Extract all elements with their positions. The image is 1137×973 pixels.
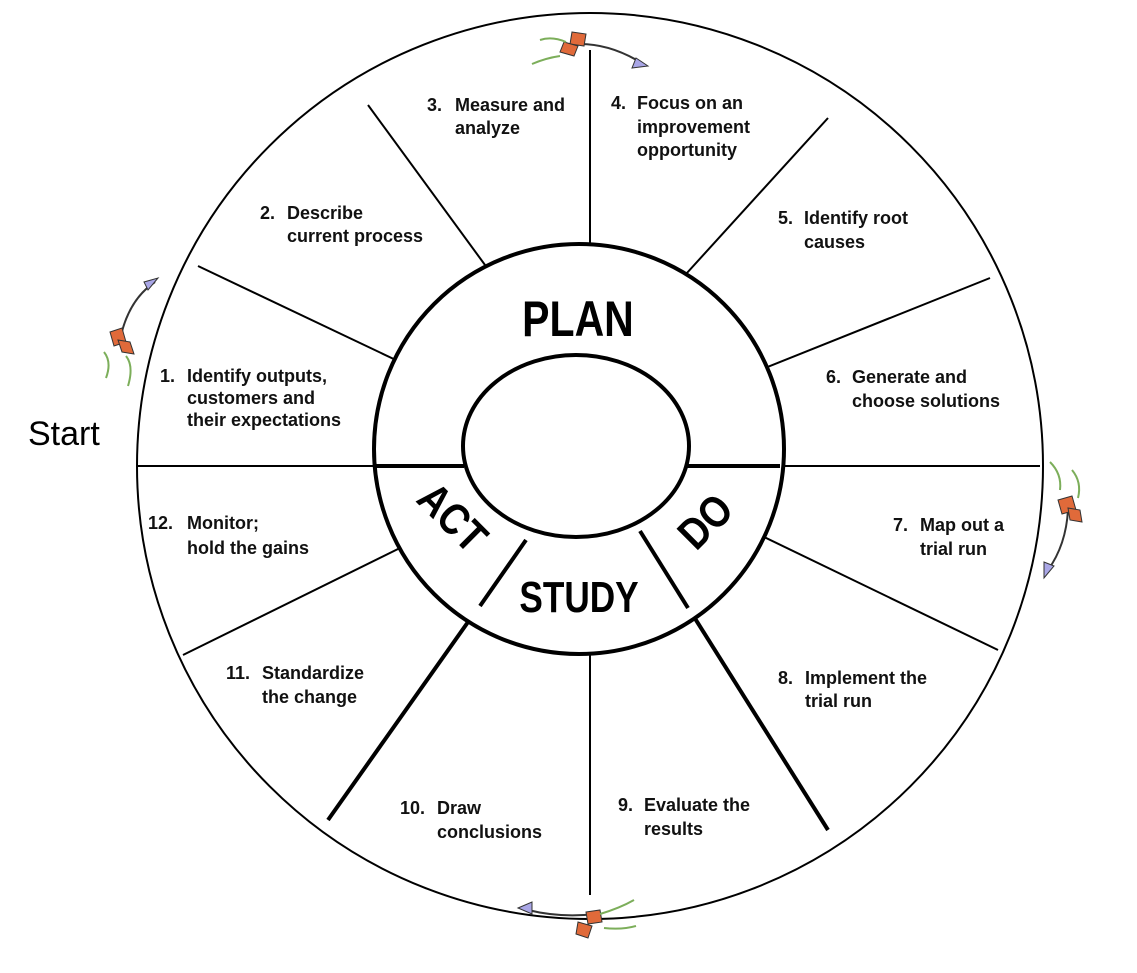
step-line: customers and bbox=[187, 388, 315, 408]
step-number: 4. bbox=[611, 93, 626, 113]
step-number: 5. bbox=[778, 208, 793, 228]
phase-study-label: STUDY bbox=[519, 573, 638, 622]
step-line: choose solutions bbox=[852, 391, 1000, 411]
step-number: 10. bbox=[400, 798, 425, 818]
step-number: 7. bbox=[893, 515, 908, 535]
step-line: Focus on an bbox=[637, 93, 743, 113]
start-label: Start bbox=[28, 415, 100, 453]
step-10: 10. Draw conclusions bbox=[400, 798, 542, 842]
step-line: improvement bbox=[637, 117, 750, 137]
dart-arrow-icon bbox=[516, 899, 637, 939]
step-line: Describe bbox=[287, 203, 363, 223]
step-number: 9. bbox=[618, 795, 633, 815]
step-line: Standardize bbox=[262, 663, 364, 683]
step-number: 11. bbox=[226, 663, 250, 683]
step-line: their expectations bbox=[187, 410, 341, 430]
step-line: current process bbox=[287, 226, 423, 246]
step-4: 4. Focus on an improvement opportunity bbox=[611, 93, 750, 160]
step-line: analyze bbox=[455, 118, 520, 138]
step-8: 8. Implement the trial run bbox=[778, 668, 927, 711]
step-line: Draw bbox=[437, 798, 482, 818]
step-11: 11. Standardize the change bbox=[226, 663, 364, 707]
step-number: 3. bbox=[427, 95, 442, 115]
step-line: Evaluate the bbox=[644, 795, 750, 815]
step-3: 3. Measure and analyze bbox=[427, 95, 565, 138]
step-9: 9. Evaluate the results bbox=[618, 795, 750, 839]
step-line: Identify root bbox=[804, 208, 908, 228]
step-number: 6. bbox=[826, 367, 841, 387]
dart-arrow-icon bbox=[1043, 461, 1083, 580]
step-line: trial run bbox=[805, 691, 872, 711]
step-1: 1. Identify outputs, customers and their… bbox=[160, 366, 341, 430]
step-12: 12. Monitor; hold the gains bbox=[148, 513, 309, 558]
dart-arrow-icon bbox=[531, 31, 650, 69]
step-line: the change bbox=[262, 687, 357, 707]
step-line: opportunity bbox=[637, 140, 737, 160]
step-5: 5. Identify root causes bbox=[778, 208, 908, 252]
step-line: Generate and bbox=[852, 367, 967, 387]
step-line: Measure and bbox=[455, 95, 565, 115]
step-dividers bbox=[137, 50, 1040, 895]
step-line: Map out a bbox=[920, 515, 1005, 535]
step-line: Identify outputs, bbox=[187, 366, 327, 386]
step-7: 7. Map out a trial run bbox=[893, 515, 1005, 559]
step-line: causes bbox=[804, 232, 865, 252]
step-line: Monitor; bbox=[187, 513, 259, 533]
step-line: trial run bbox=[920, 539, 987, 559]
step-line: Implement the bbox=[805, 668, 927, 688]
center-hub bbox=[461, 353, 691, 539]
step-number: 1. bbox=[160, 366, 175, 386]
step-line: conclusions bbox=[437, 822, 542, 842]
phase-plan-label: PLAN bbox=[522, 291, 634, 347]
step-number: 2. bbox=[260, 203, 275, 223]
step-line: results bbox=[644, 819, 703, 839]
step-number: 8. bbox=[778, 668, 793, 688]
step-2: 2. Describe current process bbox=[260, 203, 423, 246]
phase-ring-dividers bbox=[376, 464, 780, 610]
step-6: 6. Generate and choose solutions bbox=[826, 367, 1000, 411]
step-number: 12. bbox=[148, 513, 173, 533]
step-line: hold the gains bbox=[187, 538, 309, 558]
dart-arrow-icon bbox=[103, 277, 160, 387]
